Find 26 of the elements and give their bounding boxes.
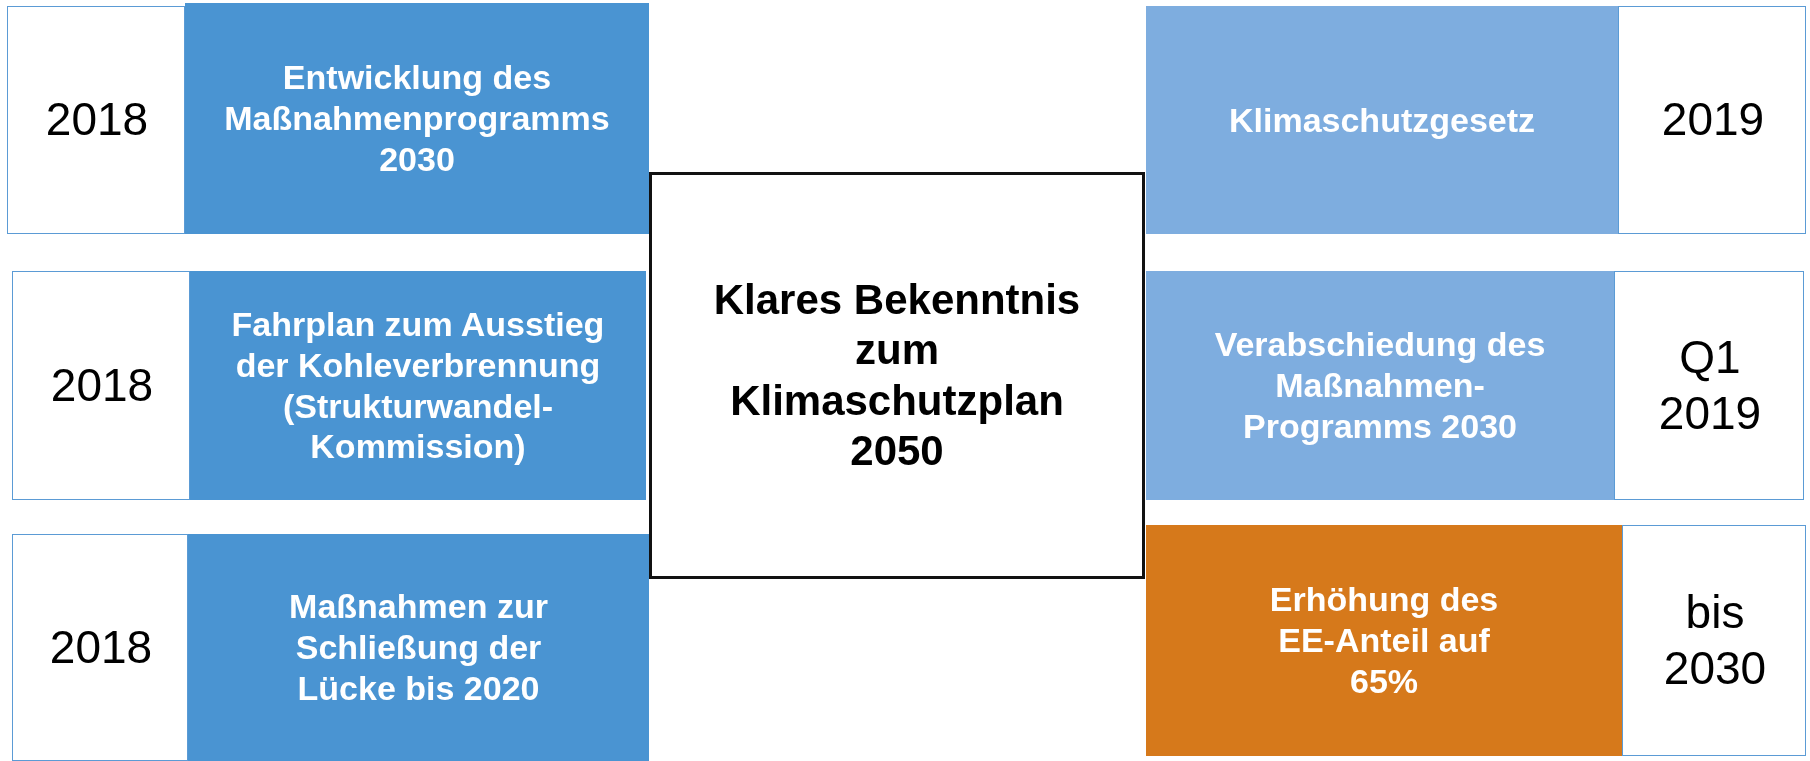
measure-card (1146, 271, 1614, 500)
measure-card (188, 534, 649, 761)
target-text: Erhöhung des EE-Anteil auf 65% (1268, 579, 1500, 702)
measure-text: Fahrplan zum Ausstieg der Kohleverbrennung (Strukturwandel- Kommission) (230, 303, 606, 468)
measure-text: Verabschiedung des Maßnahmen- Programms 2030 (1213, 324, 1547, 447)
central-box (649, 172, 1145, 579)
year-text: 2019 (1661, 92, 1765, 148)
year-text: Q1 2019 (1657, 330, 1763, 441)
measure-card (185, 3, 649, 234)
year-text: 2018 (50, 357, 154, 413)
year-text: 2018 (45, 92, 149, 148)
year-text: bis 2030 (1662, 585, 1768, 696)
year-box (12, 534, 188, 761)
measure-card (190, 271, 646, 500)
year-box (1618, 6, 1806, 234)
measure-card (1146, 6, 1618, 234)
year-box (12, 271, 190, 500)
measure-text: Klimaschutzgesetz (1228, 99, 1536, 141)
central-text: Klares Bekenntnis zum Klimaschutzplan 2050 (712, 274, 1082, 476)
year-box (7, 6, 185, 234)
year-box (1614, 271, 1804, 500)
year-box (1622, 525, 1806, 756)
measure-text: Maßnahmen zur Schließung der Lücke bis 2020 (288, 586, 549, 709)
year-text: 2018 (49, 619, 153, 675)
measure-text: Entwicklung des Maßnahmenprogramms 2030 (223, 57, 611, 180)
target-card (1146, 525, 1622, 756)
